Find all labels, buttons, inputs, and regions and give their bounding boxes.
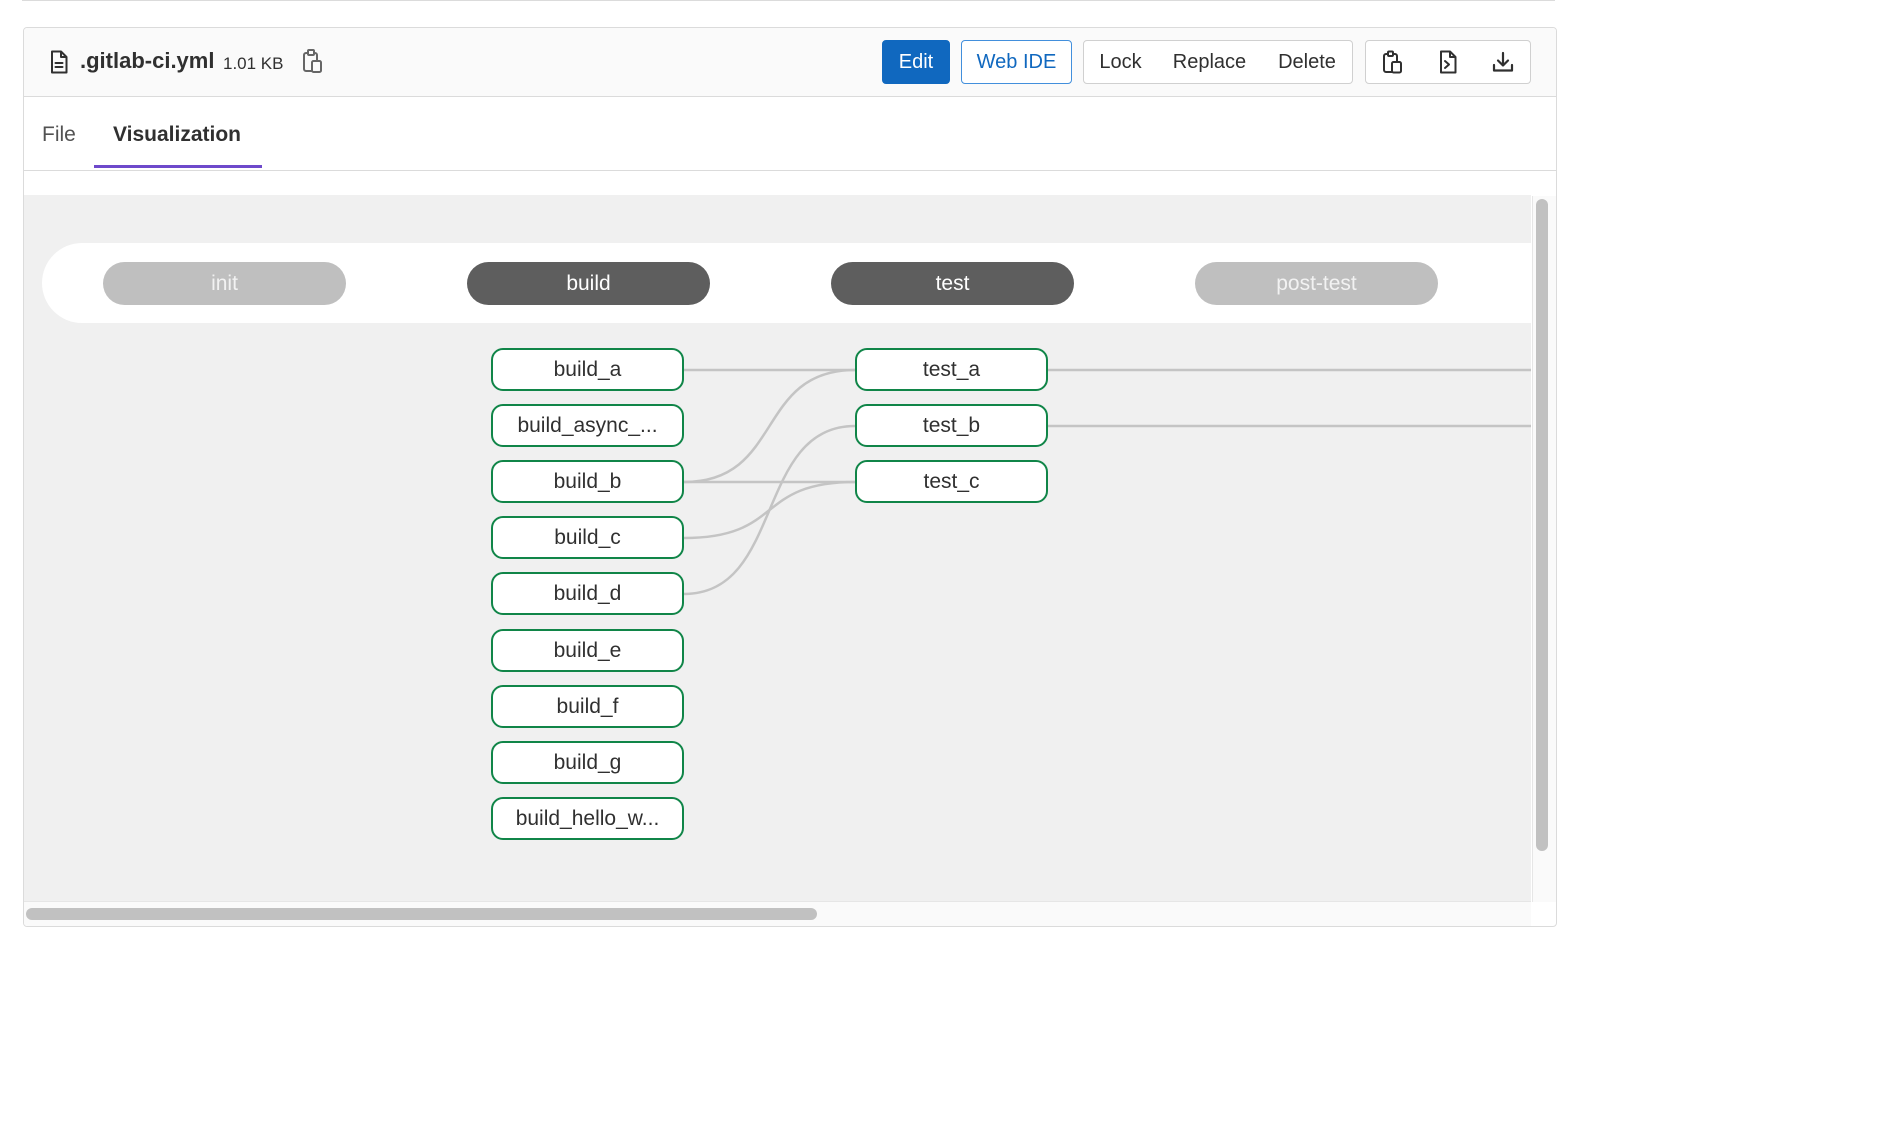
file-viewer-card: .gitlab-ci.yml 1.01 KB Edit Web IDE Lock…	[23, 27, 1557, 927]
tab-file[interactable]: File	[42, 123, 76, 146]
job-build_hello_world[interactable]: build_hello_w...	[491, 797, 684, 840]
stage-test: test	[831, 262, 1074, 305]
active-tab-indicator	[94, 165, 262, 168]
stage-header-bar: init build test post-test	[42, 243, 1531, 323]
job-test_c[interactable]: test_c	[855, 460, 1048, 503]
replace-button[interactable]: Replace	[1157, 40, 1263, 84]
lock-button[interactable]: Lock	[1083, 40, 1158, 84]
job-build_e[interactable]: build_e	[491, 629, 684, 672]
delete-button[interactable]: Delete	[1262, 40, 1353, 84]
view-tabs: File Visualization	[24, 97, 1556, 171]
link-build_d-test_b	[683, 424, 856, 596]
job-build_async[interactable]: build_async_...	[491, 404, 684, 447]
job-test_a[interactable]: test_a	[855, 348, 1048, 391]
edit-button[interactable]: Edit	[882, 40, 950, 84]
job-dependency-links	[683, 368, 1531, 596]
job-build_g[interactable]: build_g	[491, 741, 684, 784]
file-size: 1.01 KB	[223, 54, 284, 73]
horizontal-scrollbar-thumb[interactable]	[26, 908, 817, 920]
job-build_a[interactable]: build_a	[491, 348, 684, 391]
download-icon	[1492, 51, 1513, 72]
job-build_b[interactable]: build_b	[491, 460, 684, 503]
top-divider	[22, 0, 1555, 1]
job-test_b[interactable]: test_b	[855, 404, 1048, 447]
file-name: .gitlab-ci.yml	[80, 48, 215, 73]
vertical-scrollbar-thumb[interactable]	[1536, 199, 1548, 851]
open-raw-icon	[1439, 50, 1456, 74]
stage-build: build	[467, 262, 710, 305]
job-build_c[interactable]: build_c	[491, 516, 684, 559]
stage-init: init	[103, 262, 346, 305]
copy-contents-icon	[1383, 50, 1402, 74]
pipeline-visualization: init build test post-test build_a build_…	[24, 195, 1531, 901]
tab-visualization[interactable]: Visualization	[113, 123, 241, 146]
copy-to-clipboard-icon[interactable]	[301, 48, 325, 74]
link-build_b-test_a	[683, 368, 856, 484]
file-icon	[51, 50, 68, 74]
open-raw-button[interactable]	[1420, 40, 1476, 84]
stage-post-test: post-test	[1195, 262, 1438, 305]
job-build_f[interactable]: build_f	[491, 685, 684, 728]
copy-contents-button[interactable]	[1365, 40, 1421, 84]
job-build_d[interactable]: build_d	[491, 572, 684, 615]
web-ide-button[interactable]: Web IDE	[961, 40, 1072, 84]
download-button[interactable]	[1475, 40, 1531, 84]
file-header: .gitlab-ci.yml 1.01 KB Edit Web IDE Lock…	[24, 28, 1556, 97]
